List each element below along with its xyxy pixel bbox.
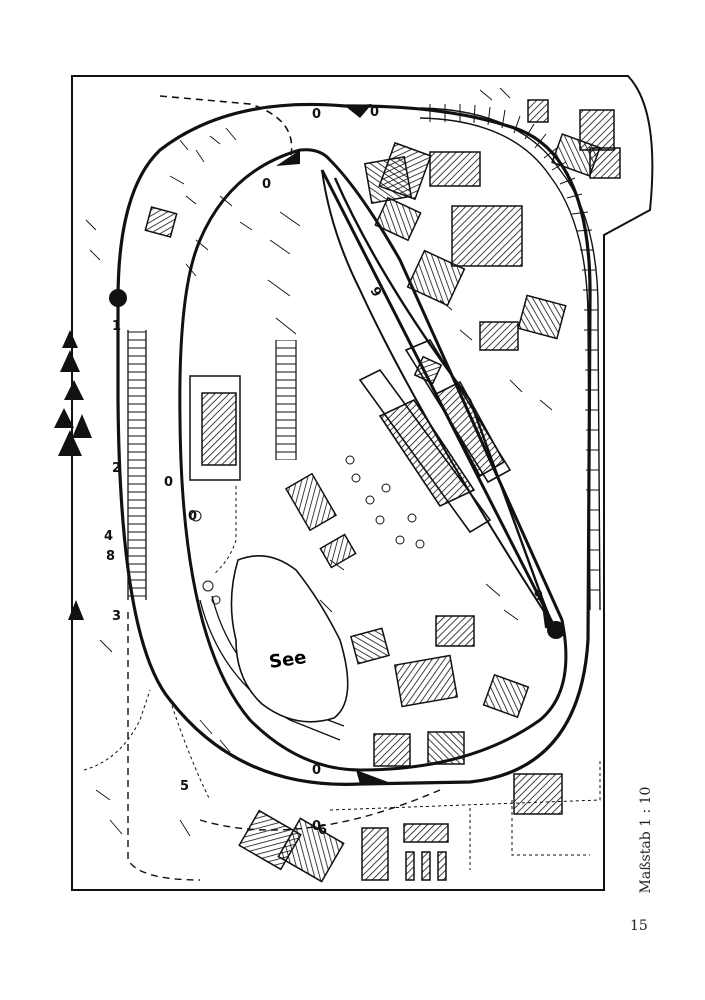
fence-lines xyxy=(83,486,601,870)
dashed-branch-track xyxy=(127,612,201,881)
narrow-gauge-ties xyxy=(429,104,600,591)
buildings xyxy=(144,99,621,883)
dashed-branch-track xyxy=(159,95,293,161)
track-mark: 0 xyxy=(262,177,271,192)
turnout xyxy=(276,150,300,166)
board-outline xyxy=(71,75,654,891)
siding-ties xyxy=(276,340,296,460)
track-mark: 8 xyxy=(106,549,115,564)
turnout xyxy=(356,770,388,784)
shrubs xyxy=(190,455,425,605)
buffer-stop xyxy=(547,621,565,639)
narrow-gauge-track xyxy=(419,117,591,611)
buffer-stop xyxy=(109,289,127,307)
turnout xyxy=(345,104,372,118)
track-mark: 0 xyxy=(370,105,379,120)
narrow-gauge-track xyxy=(419,107,601,611)
track-mark: 0 xyxy=(312,763,321,778)
scale-text: Maßstab 1 : 10 xyxy=(638,786,654,894)
turnout xyxy=(540,590,556,630)
track-mark: 6 xyxy=(318,823,327,838)
track-mark: 5 xyxy=(180,779,189,794)
outer-track-loop xyxy=(116,102,592,786)
track-mark: 9 xyxy=(367,285,385,300)
track-mark: 2 xyxy=(112,461,121,476)
siding-ties xyxy=(128,330,146,600)
lake-label: See xyxy=(268,647,308,673)
scale-label: Maßstab 1 : 10 xyxy=(636,760,656,920)
hill-shading xyxy=(85,87,553,837)
track-mark: 9 xyxy=(534,589,543,604)
station-track xyxy=(321,169,557,631)
track-mark: 0 xyxy=(312,107,321,122)
trees xyxy=(54,330,92,620)
station-platform xyxy=(358,338,512,534)
lake xyxy=(230,554,349,723)
track-mark: 0 xyxy=(188,509,197,524)
track-mark: 1 xyxy=(112,319,121,334)
track-mark: 0 xyxy=(164,475,173,490)
track-mark: 0 xyxy=(312,819,321,834)
page-number: 15 xyxy=(630,918,648,934)
track-markers: 0 0 0 0 0 0 0 1 2 3 4 5 6 8 9 9 xyxy=(104,105,543,838)
track-mark: 4 xyxy=(104,529,113,544)
track-mark: 3 xyxy=(112,609,121,624)
